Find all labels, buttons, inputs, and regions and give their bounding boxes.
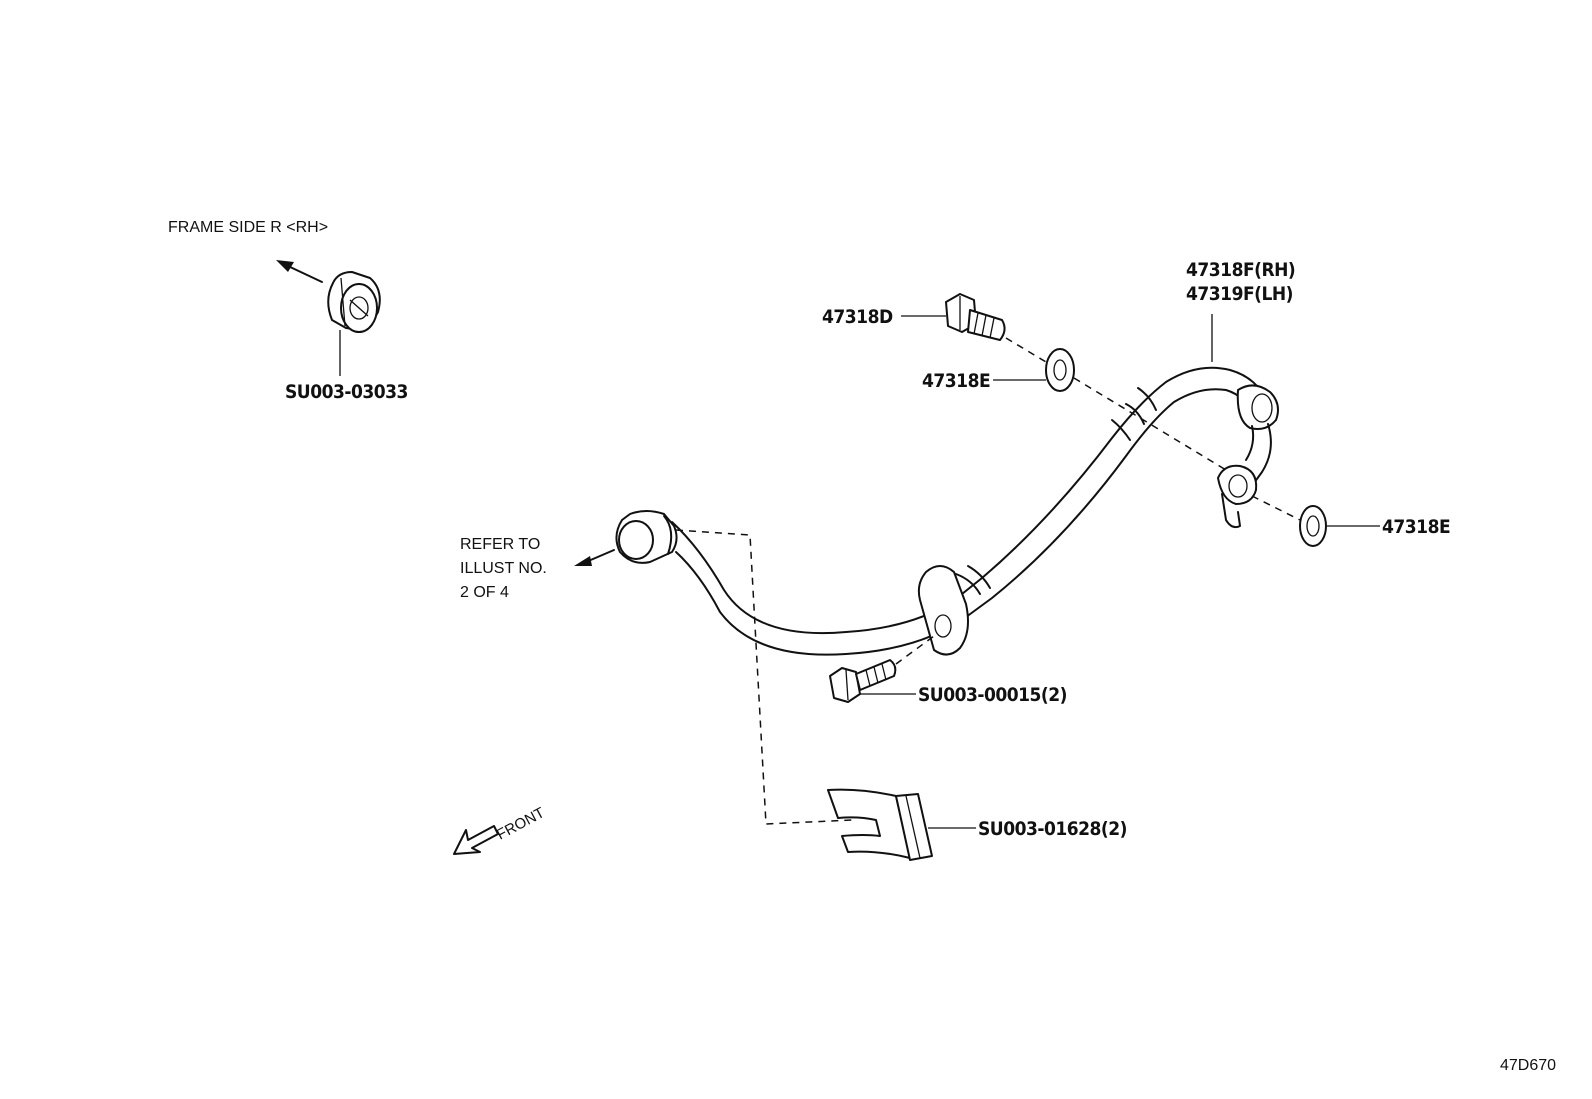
union-bolt: [945, 293, 1006, 341]
gasket-upper: [1045, 348, 1075, 392]
frame-side-nut: [327, 271, 381, 333]
brake-hose: [615, 366, 1279, 656]
illustration-code: 47D670: [1500, 1057, 1556, 1074]
hose-bracket: [917, 565, 969, 656]
frame-side-label: FRAME SIDE R <RH>: [168, 219, 328, 236]
gasket-right: [1299, 505, 1327, 547]
assembly-line-right: [1251, 495, 1301, 521]
hose-rh-part-number: 47318F(RH): [1186, 259, 1295, 281]
union-bolt-part-number: 47318D: [822, 306, 893, 328]
frame-side-arrow: [276, 260, 323, 283]
hose-clip: [827, 788, 933, 861]
assembly-line-upper: [1005, 337, 1047, 363]
gasket-upper-part-number: 47318E: [922, 370, 990, 392]
clip-part-number: SU003-01628(2): [978, 818, 1127, 840]
bracket-bolt-part-number: SU003-00015(2): [918, 684, 1067, 706]
refer-text-line1: REFER TO: [460, 536, 540, 553]
bracket-bolt-assembly-line: [895, 635, 935, 665]
refer-text-line3: 2 OF 4: [460, 584, 509, 601]
gasket-right-part-number: 47318E: [1382, 516, 1450, 538]
clip-assembly-line: [675, 529, 853, 825]
nut-part-number: SU003-03033: [285, 381, 408, 403]
refer-arrow: [574, 549, 615, 566]
front-label: FRONT: [494, 804, 548, 843]
hose-lh-part-number: 47319F(LH): [1186, 283, 1293, 305]
front-direction-arrow: FRONT: [453, 804, 548, 855]
assembly-line-diagonal: [1073, 377, 1227, 471]
refer-text-line2: ILLUST NO.: [460, 560, 547, 577]
bracket-bolt: [829, 659, 897, 703]
